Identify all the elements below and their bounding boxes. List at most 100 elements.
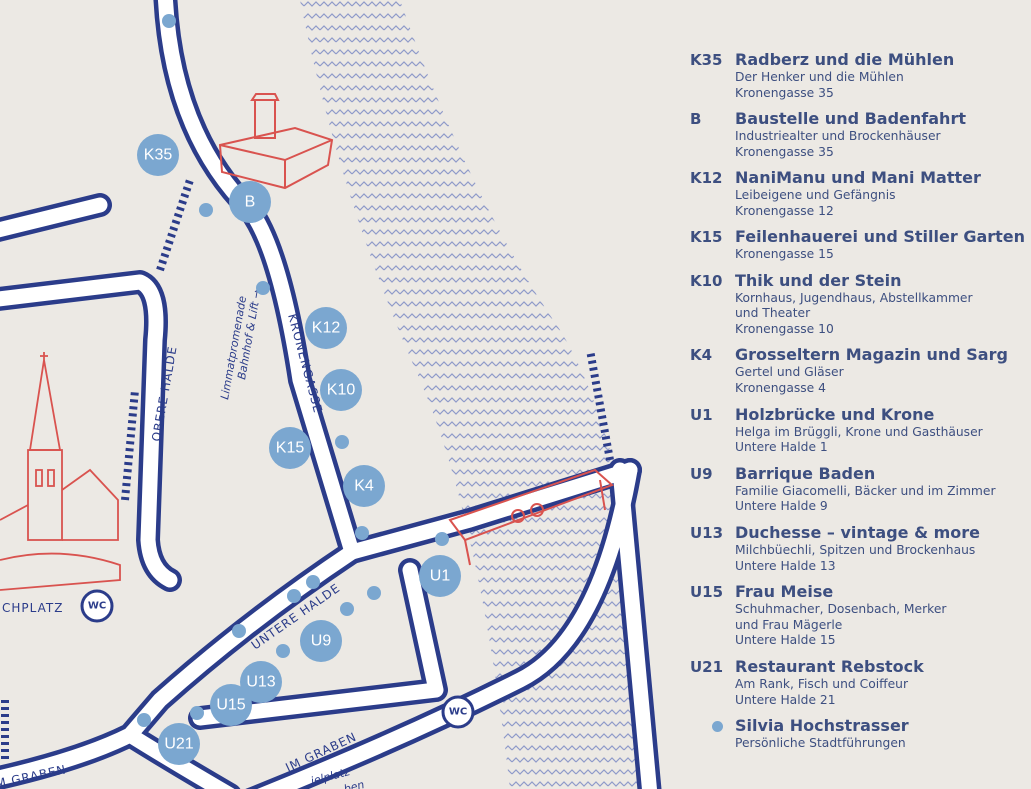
- legend-code: U13: [690, 523, 724, 542]
- legend-detail: Leibeigene und Gefängnis: [735, 188, 896, 203]
- legend-detail: und Theater: [735, 306, 811, 321]
- legend-detail: Gertel und Gläser: [735, 365, 844, 380]
- legend-title: Restaurant Rebstock: [735, 656, 924, 676]
- guide-stop-dot[interactable]: [199, 203, 213, 217]
- legend-title: Barrique Baden: [735, 463, 876, 483]
- marker-circle: [137, 134, 179, 176]
- marker-u15[interactable]: U15: [210, 684, 252, 726]
- marker-label: K10: [327, 382, 356, 399]
- legend-detail: Am Rank, Fisch und Coiffeur: [735, 676, 909, 691]
- guide-stop-dot[interactable]: [306, 575, 320, 589]
- marker-label: U1: [430, 568, 451, 585]
- marker-label: K4: [354, 478, 374, 495]
- wc-marker[interactable]: WC: [80, 589, 114, 623]
- guide-stop-dot[interactable]: [435, 532, 449, 546]
- guide-stop-dot[interactable]: [340, 602, 354, 616]
- legend-title: Grosseltern Magazin und Sarg: [735, 345, 1008, 365]
- legend-title: NaniManu und Mani Matter: [735, 168, 981, 188]
- legend-title: Frau Meise: [735, 581, 834, 601]
- roads: [0, 0, 662, 789]
- guide-stop-dot[interactable]: [162, 14, 176, 28]
- marker-label: U15: [216, 697, 245, 714]
- marker-circle: [158, 723, 200, 765]
- legend-detail: Untere Halde 9: [735, 499, 828, 514]
- guide-stop-dot[interactable]: [137, 713, 151, 727]
- marker-circle: [240, 661, 282, 703]
- legend-detail: Untere Halde 1: [735, 440, 828, 455]
- legend-detail: Kronengasse 4: [735, 381, 826, 396]
- marker-label: U9: [311, 633, 332, 650]
- legend-detail: Untere Halde 13: [735, 558, 836, 573]
- stairs: [1, 178, 614, 760]
- marker-u9[interactable]: U9: [300, 620, 342, 662]
- marker-k12[interactable]: K12: [305, 307, 347, 349]
- guide-stop-dot[interactable]: [190, 706, 204, 720]
- marker-label: U21: [164, 736, 193, 753]
- marker-circle: [305, 307, 347, 349]
- marker-label: K15: [276, 440, 305, 457]
- legend-title: Thik und der Stein: [735, 270, 902, 290]
- guide-stop-dot[interactable]: [287, 589, 301, 603]
- marker-circle: [320, 369, 362, 411]
- marker-label: K12: [312, 320, 341, 337]
- marker-circle: [269, 427, 311, 469]
- guide-stop-dot[interactable]: [276, 644, 290, 658]
- marker-u1[interactable]: U1: [419, 555, 461, 597]
- guide-stop-dot[interactable]: [256, 281, 270, 295]
- marker-circle: [343, 465, 385, 507]
- marker-label: K35: [144, 147, 173, 164]
- marker-circle: [300, 620, 342, 662]
- marker-k35[interactable]: K35: [137, 134, 179, 176]
- legend-detail: Untere Halde 15: [735, 633, 836, 648]
- legend-detail: Kronengasse 12: [735, 203, 834, 218]
- legend-code: K10: [690, 271, 723, 290]
- wc-label: WC: [88, 601, 106, 612]
- marker-label: U13: [246, 674, 275, 691]
- legend-detail: Familie Giacomelli, Bäcker und im Zimmer: [735, 483, 996, 498]
- legend-code: K4: [690, 346, 713, 365]
- legend-detail: Untere Halde 21: [735, 692, 836, 707]
- legend-title: Holzbrücke und Krone: [735, 404, 935, 424]
- guide-stop-dot[interactable]: [335, 435, 349, 449]
- marker-k15[interactable]: K15: [269, 427, 311, 469]
- legend-code: U21: [690, 657, 724, 676]
- marker-u13[interactable]: U13: [240, 661, 282, 703]
- legend-detail: und Frau Mägerle: [735, 617, 843, 632]
- marker-label: B: [245, 194, 256, 211]
- guide-stop-dot[interactable]: [367, 586, 381, 600]
- legend-code: K15: [690, 228, 723, 247]
- guide-stop-dot[interactable]: [232, 624, 246, 638]
- marker-u21[interactable]: U21: [158, 723, 200, 765]
- legend-code: K12: [690, 169, 723, 188]
- castle-landmark: [218, 93, 334, 190]
- legend-title: Silvia Hochstrasser: [735, 715, 909, 735]
- legend-detail: Helga im Brüggli, Krone und Gasthäuser: [735, 424, 983, 439]
- marker-b[interactable]: B: [229, 181, 271, 223]
- legend-title: Feilenhauerei und Stiller Garten: [735, 227, 1026, 247]
- wc-label: WC: [449, 707, 467, 718]
- legend-code: K35: [690, 51, 723, 69]
- legend-detail: Schuhmacher, Dosenbach, Merker: [735, 601, 947, 616]
- wc-marker[interactable]: WC: [441, 695, 475, 729]
- marker-circle: [210, 684, 252, 726]
- guide-stop-dot[interactable]: [355, 526, 369, 540]
- legend-code: U1: [690, 405, 713, 424]
- marker-k4[interactable]: K4: [343, 465, 385, 507]
- river-limmat: [300, 0, 660, 789]
- church-landmark: [0, 352, 121, 591]
- marker-k10[interactable]: K10: [320, 369, 362, 411]
- place-label-platz: CHPLATZ: [2, 601, 63, 615]
